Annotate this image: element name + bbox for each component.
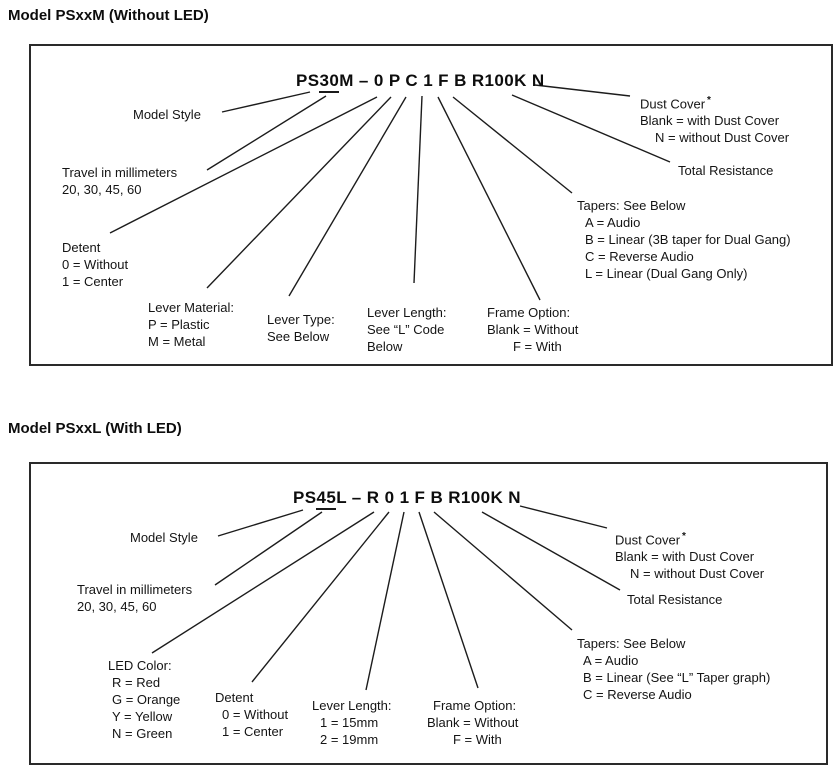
pn1-prefix: PS [296, 71, 320, 90]
diagram-box-psxxl [29, 462, 828, 765]
callout-text: Blank = Without [487, 322, 579, 337]
callout-text: M = Metal [148, 334, 206, 349]
callout-text: Travel in millimeters [77, 582, 193, 597]
callout-travel-2: Travel in millimeters 20, 30, 45, 60 [77, 581, 192, 615]
pn2-option-codes: – R 0 1 F B R100K N [346, 488, 521, 507]
callout-text: Model Style [130, 530, 198, 545]
callout-text: 1 = Center [62, 274, 124, 289]
callout-tapers-2: Tapers: See Below A = Audio B = Linear (… [577, 635, 770, 703]
asterisk-footnote-mark: * [707, 95, 711, 106]
section-title-psxxl: Model PSxxL (With LED) [8, 420, 182, 437]
callout-text: F = With [513, 339, 562, 354]
callout-dust-cover-2: Dust Cover* Blank = with Dust Cover N = … [615, 528, 764, 582]
callout-total-resistance-1: Total Resistance [678, 162, 773, 179]
diagram-box-psxxm [29, 44, 833, 366]
callout-text: Lever Length: [367, 305, 447, 320]
callout-frame-option-2: Frame Option: Blank = Without F = With [427, 697, 518, 748]
callout-text: A = Audio [585, 215, 641, 230]
callout-text: 1 = Center [222, 724, 284, 739]
callout-travel-1: Travel in millimeters 20, 30, 45, 60 [62, 164, 177, 198]
callout-text: 20, 30, 45, 60 [77, 599, 157, 614]
callout-text: See “L” Code [367, 322, 445, 337]
callout-text: Frame Option: [433, 698, 517, 713]
callout-text: Blank = Without [427, 715, 519, 730]
callout-frame-option-1: Frame Option: Blank = Without F = With [487, 304, 578, 355]
callout-text: Lever Type: [267, 312, 335, 327]
callout-lever-material-1: Lever Material: P = Plastic M = Metal [148, 299, 234, 350]
callout-text: A = Audio [583, 653, 639, 668]
callout-text: 2 = 19mm [320, 732, 379, 747]
callout-text: L = Linear (Dual Gang Only) [585, 266, 748, 281]
callout-text: 0 = Without [222, 707, 289, 722]
part-number-psxxm: PS30M – 0 P C 1 F B R100K N [296, 71, 545, 93]
callout-text: N = without Dust Cover [630, 566, 765, 582]
callout-text: 1 = 15mm [320, 715, 379, 730]
callout-text: G = Orange [112, 692, 181, 707]
asterisk-footnote-mark: * [682, 531, 686, 542]
pn2-prefix: PS [293, 488, 317, 507]
callout-text: C = Reverse Audio [585, 249, 694, 264]
callout-total-resistance-2: Total Resistance [627, 591, 722, 608]
pn2-style-code: L [336, 488, 347, 507]
callout-text: Model Style [133, 107, 201, 122]
callout-text: R = Red [112, 675, 161, 690]
callout-text: Tapers: See Below [577, 198, 686, 213]
callout-text: Total Resistance [678, 163, 774, 178]
pn1-option-codes: – 0 P C 1 F B R100K N [353, 71, 545, 90]
callout-text: Dust Cover* [640, 92, 789, 112]
callout-text: B = Linear (3B taper for Dual Gang) [585, 232, 791, 247]
section-title-psxxm: Model PSxxM (Without LED) [8, 7, 209, 24]
callout-lever-type-1: Lever Type: See Below [267, 311, 335, 345]
callout-text: N = Green [112, 726, 173, 741]
part-number-psxxl: PS45L – R 0 1 F B R100K N [293, 488, 521, 510]
callout-text: Lever Length: [312, 698, 392, 713]
callout-text: Detent [215, 690, 254, 705]
callout-text: Detent [62, 240, 101, 255]
callout-model-style-2: Model Style [130, 529, 198, 546]
callout-text: Blank = with Dust Cover [615, 549, 755, 565]
pn2-travel-code: 45 [316, 488, 337, 510]
callout-text: Dust Cover* [615, 528, 764, 548]
callout-text: P = Plastic [148, 317, 210, 332]
callout-model-style-1: Model Style [133, 106, 201, 123]
callout-text: Travel in millimeters [62, 165, 178, 180]
callout-text: B = Linear (See “L” Taper graph) [583, 670, 771, 685]
callout-text: F = With [453, 732, 502, 747]
callout-text: Dust Cover [615, 532, 681, 548]
callout-text: See Below [267, 329, 330, 344]
callout-text: N = without Dust Cover [655, 130, 790, 146]
callout-text: Below [367, 339, 403, 354]
callout-text: C = Reverse Audio [583, 687, 692, 702]
pn1-style-code: M [339, 71, 354, 90]
callout-text: Dust Cover [640, 96, 706, 112]
callout-led-color-2: LED Color: R = Red G = Orange Y = Yellow… [108, 657, 180, 742]
callout-tapers-1: Tapers: See Below A = Audio B = Linear (… [577, 197, 791, 282]
callout-detent-1: Detent 0 = Without 1 = Center [62, 239, 128, 290]
callout-text: Frame Option: [487, 305, 571, 320]
pn1-travel-code: 30 [319, 71, 340, 93]
callout-dust-cover-1: Dust Cover* Blank = with Dust Cover N = … [640, 92, 789, 146]
callout-text: Blank = with Dust Cover [640, 113, 780, 129]
callout-text: Tapers: See Below [577, 636, 686, 651]
callout-text: 20, 30, 45, 60 [62, 182, 142, 197]
callout-text: LED Color: [108, 658, 172, 673]
callout-text: Lever Material: [148, 300, 234, 315]
callout-text: Total Resistance [627, 592, 723, 607]
callout-text: Y = Yellow [112, 709, 173, 724]
callout-lever-length-2: Lever Length: 1 = 15mm 2 = 19mm [312, 697, 392, 748]
callout-lever-length-1: Lever Length: See “L” Code Below [367, 304, 447, 355]
callout-text: 0 = Without [62, 257, 129, 272]
callout-detent-2: Detent 0 = Without 1 = Center [215, 689, 288, 740]
